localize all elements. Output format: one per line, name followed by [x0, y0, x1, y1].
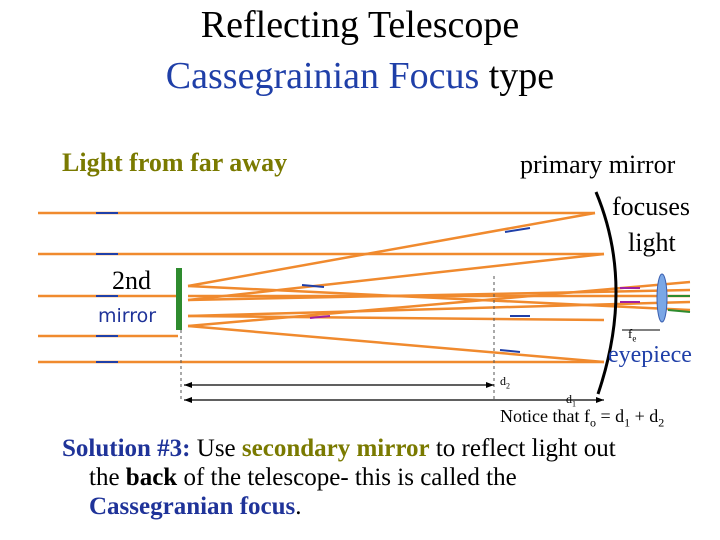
d1-label: d1 — [566, 392, 576, 409]
back-term: back — [125, 464, 178, 491]
solution-heading: Solution #3: — [62, 435, 191, 462]
solution-text: Solution #3: Use secondary mirror to ref… — [62, 434, 712, 521]
title-highlight: Cassegrainian Focus — [165, 55, 480, 97]
primary-mirror — [594, 191, 618, 395]
title-rest: type — [479, 55, 555, 97]
cassegranian-focus-term: Cassegranian focus — [89, 493, 296, 520]
mirror-label: mirror — [98, 305, 157, 327]
eyepiece-label: eyepiece — [608, 342, 692, 368]
d2-label: d2 — [500, 374, 510, 391]
secondary-mirror-term: secondary mirror — [241, 435, 430, 462]
purple-arrows — [309, 287, 640, 319]
second-mirror-label: 2nd — [112, 266, 151, 295]
notice-equation: Notice that fo = d1 + d2 — [500, 406, 665, 430]
light-label: light — [628, 228, 676, 257]
direction-arrows — [96, 212, 531, 363]
solution-line-1: Solution #3: Use secondary mirror to ref… — [62, 435, 616, 462]
title-line-2: Cassegrainian Focus type — [0, 54, 720, 98]
light-from-far-label: Light from far away — [62, 148, 288, 177]
secondary-mirror — [176, 268, 182, 330]
solution-line-3: Cassegranian focus. — [89, 493, 302, 520]
focuses-label: focuses — [612, 192, 690, 221]
fe-label: fe — [628, 326, 637, 344]
eyepiece-lens — [656, 273, 668, 323]
solution-line-2: the back of the telescope- this is calle… — [89, 464, 517, 491]
title-line-1: Reflecting Telescope — [200, 4, 520, 46]
primary-mirror-label: primary mirror — [520, 150, 676, 179]
green-arrows — [667, 295, 691, 313]
